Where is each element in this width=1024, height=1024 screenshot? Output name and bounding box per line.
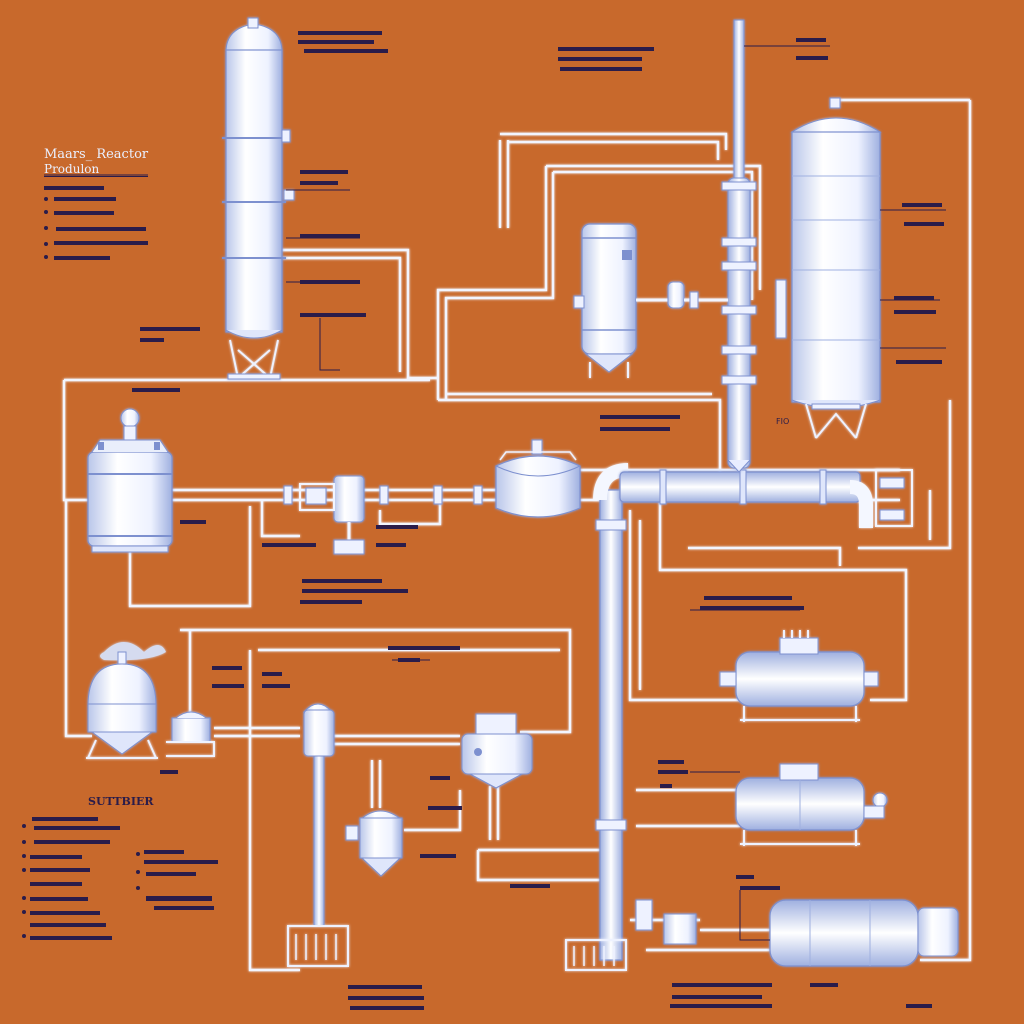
legend-heading: SUTTBIER [88,795,154,808]
annotation-blocks [22,31,944,1010]
horizontal-tank-middle [735,763,888,846]
pipe-segment [476,850,600,882]
filter-column [287,703,349,967]
title-underline [44,176,148,177]
settling-tank [495,439,581,518]
pipe-segment [498,140,510,228]
agitated-tank [461,713,533,789]
pipe-segment [658,500,908,702]
diagram-title-block: Maars_ Reactor Produlon [44,147,149,177]
pipe-segment [62,380,88,502]
horizontal-tank-lower [635,899,959,967]
main-riser-pipe [593,463,629,961]
tall-storage-column [222,17,295,380]
pipe-segment [500,132,728,150]
callout-line [319,318,340,371]
diagram-subtitle: Produlon [44,162,100,176]
pipe-segment [436,166,548,400]
pipe-segment [546,164,762,290]
pipe-segment [553,170,754,300]
distillation-column [721,19,787,473]
callout-line [739,890,770,941]
pipe-segment [260,500,300,538]
pipe-segment [438,398,722,490]
pipe-segment [444,172,555,400]
pipe-segment [248,650,300,972]
reactor-vessel [573,223,728,378]
pipe-segment [180,628,572,734]
horizontal-header-pipe [619,469,913,528]
pipe-segment [280,248,438,380]
unit-label: FIO [776,417,789,426]
sphere-tank [86,642,215,759]
pipe-segment [920,100,972,962]
pipe-segment [858,400,952,550]
diagram-title: Maars_ Reactor [44,147,149,162]
ground-skid [565,939,627,971]
pump-filter-unit [283,475,483,555]
pipe-segment [688,546,842,566]
pipe-segment [378,500,442,526]
horizontal-tank-upper [719,630,879,722]
mixing-tank [87,408,173,553]
piping-network [62,98,972,972]
pipe-segment [64,500,92,738]
small-separator-vessel [345,810,404,877]
pipe-segment [280,256,402,372]
pipe-segment [628,510,740,702]
pipe-segment [128,506,252,608]
pipe-segment [404,790,462,832]
large-storage-tank [790,97,882,439]
pipe-segment [508,140,720,160]
